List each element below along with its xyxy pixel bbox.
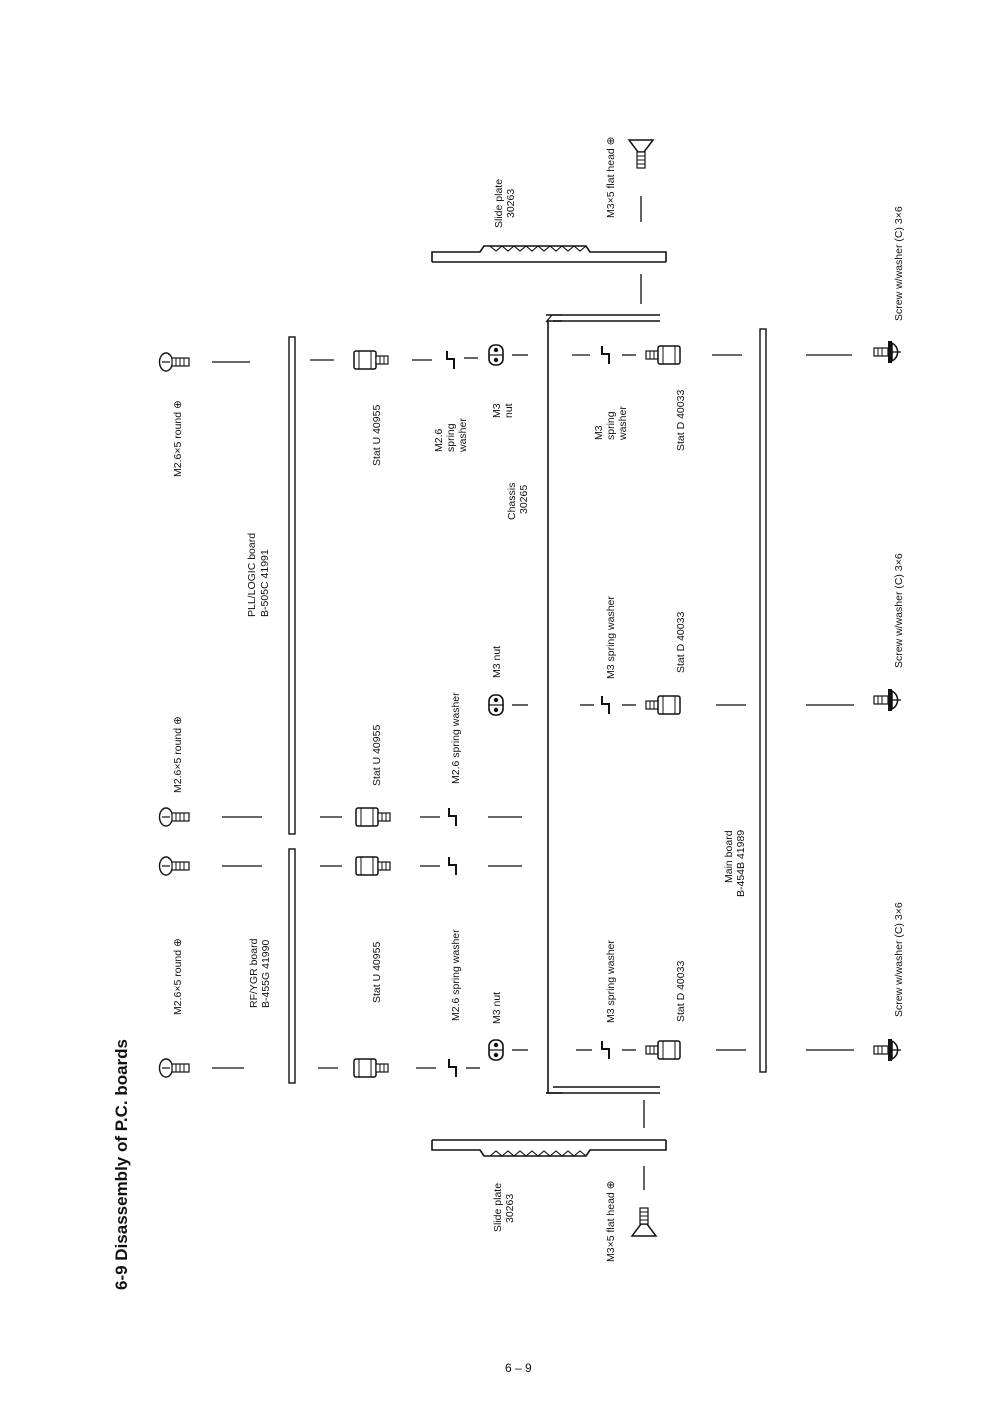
m3-nut-2 xyxy=(488,694,504,716)
chassis-number: 30265 xyxy=(518,485,530,514)
m26-label-line3: washer xyxy=(457,418,469,453)
round-screw-label-1: M2.6×5 round ⊕ xyxy=(172,938,184,1015)
round-screw-label-2: M2.6×5 round ⊕ xyxy=(172,716,184,793)
m3-nut-3 xyxy=(488,344,504,366)
stat-u-4 xyxy=(353,350,389,370)
rfygr-board xyxy=(288,848,296,1084)
flat-head-label-1: M3×5 flat head ⊕ xyxy=(605,1180,617,1262)
pll-board-label: PLL/LOGIC board xyxy=(246,533,258,617)
slide-plate-number-1: 30263 xyxy=(504,1194,516,1223)
stat-u-2 xyxy=(355,856,391,876)
m26-spring-washer-4 xyxy=(446,350,455,370)
slide-plate-bottom xyxy=(431,1140,667,1157)
m3-spring-washer-label-2: M3 spring washer xyxy=(605,596,617,679)
flat-head-screw-bottom xyxy=(631,1207,657,1237)
pll-board-number: B-505C 41991 xyxy=(259,549,271,617)
stat-u-3 xyxy=(355,807,391,827)
pll-logic-board xyxy=(288,336,296,835)
stat-d-3 xyxy=(645,345,681,365)
stat-d-label-1: Stat D 40033 xyxy=(675,961,687,1022)
page-number: 6 – 9 xyxy=(505,1361,532,1375)
stat-d-1 xyxy=(645,1040,681,1060)
m3-spring-washer-3 xyxy=(601,345,610,365)
m3-spring-washer-label-1: M3 spring washer xyxy=(605,940,617,1023)
chassis-label: Chassis xyxy=(506,483,518,520)
stat-u-label-2: Stat U 40955 xyxy=(371,725,383,786)
slide-plate-number-2: 30263 xyxy=(505,189,517,218)
m26-spring-washer-3 xyxy=(448,807,457,827)
m3sw-label-line2: spring xyxy=(605,411,617,440)
rfygr-board-number: B-455G 41990 xyxy=(260,940,272,1008)
stat-u-label-1: Stat U 40955 xyxy=(371,942,383,1003)
m26-label-line2: spring xyxy=(445,423,457,452)
main-board xyxy=(759,328,767,1073)
main-board-label: Main board xyxy=(723,830,735,883)
slide-plate-top-ridges xyxy=(489,245,587,252)
round-screw-4 xyxy=(158,352,190,372)
m3sw-label-line1: M3 xyxy=(593,425,605,440)
m3sw-label-line3: washer xyxy=(617,406,629,441)
slide-plate-top xyxy=(431,245,667,262)
flat-head-label-2: M3×5 flat head ⊕ xyxy=(605,136,617,218)
m26-spring-washer-1 xyxy=(448,1058,457,1078)
chassis xyxy=(547,320,562,1094)
m3-spring-washer-2 xyxy=(601,695,610,715)
washer-screw-label-2: Screw w/washer (C) 3×6 xyxy=(893,553,905,668)
m26-label-line1: M2.6 xyxy=(433,428,445,452)
m26-spring-washer-2 xyxy=(448,856,457,876)
m3-label-line2: nut xyxy=(503,403,515,418)
stat-d-label-3: Stat D 40033 xyxy=(675,390,687,451)
m3-nut-label-1: M3 nut xyxy=(491,992,503,1024)
slide-plate-bottom-ridges xyxy=(489,1150,587,1157)
stat-u-label-3: Stat U 40955 xyxy=(371,405,383,466)
round-screw-1 xyxy=(158,1058,190,1078)
round-screw-3 xyxy=(158,807,190,827)
flat-head-screw-top xyxy=(628,139,654,169)
m26-spring-washer-label-2: M2.6 spring washer xyxy=(450,692,462,784)
m3-nut-1 xyxy=(488,1039,504,1061)
washer-screw-2 xyxy=(873,688,902,712)
m3-label-line1: M3 xyxy=(491,403,503,418)
stat-u-1 xyxy=(353,1058,389,1078)
main-board-number: B-454B 41989 xyxy=(735,830,747,897)
stat-d-label-2: Stat D 40033 xyxy=(675,612,687,673)
slide-plate-label-2: Slide plate xyxy=(493,179,505,228)
round-screw-label-3: M2.6×5 round ⊕ xyxy=(172,400,184,477)
washer-screw-label-1: Screw w/washer (C) 3×6 xyxy=(893,902,905,1017)
round-screw-2 xyxy=(158,856,190,876)
m3-nut-label-2: M3 nut xyxy=(491,646,503,678)
slide-plate-label-1: Slide plate xyxy=(492,1183,504,1232)
washer-screw-3 xyxy=(873,340,902,364)
washer-screw-1 xyxy=(873,1038,902,1062)
m26-spring-washer-label-1: M2.6 spring washer xyxy=(450,929,462,1021)
washer-screw-label-3: Screw w/washer (C) 3×6 xyxy=(893,206,905,321)
stat-d-2 xyxy=(645,695,681,715)
page-title: 6-9 Disassembly of P.C. boards xyxy=(112,1039,131,1290)
m3-spring-washer-1 xyxy=(601,1040,610,1060)
rfygr-board-label: RF/YGR board xyxy=(248,938,260,1008)
